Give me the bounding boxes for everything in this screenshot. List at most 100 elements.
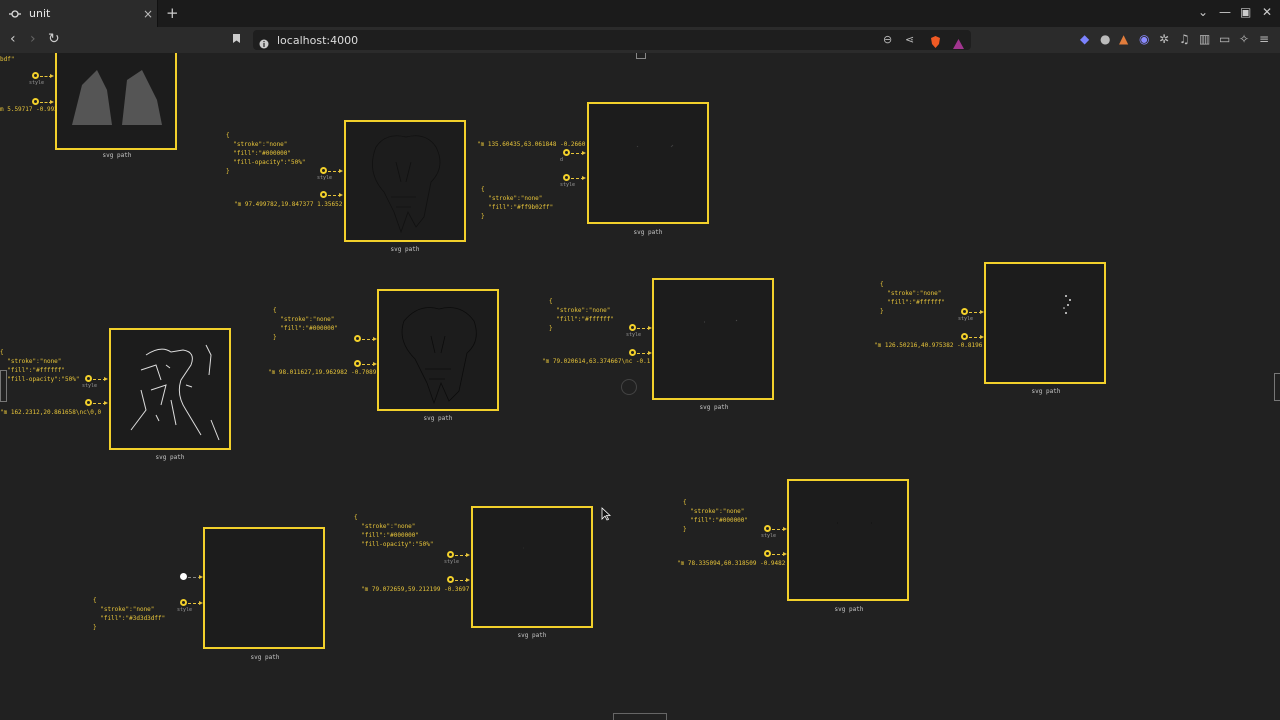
pin-label: style — [82, 383, 98, 389]
sidebar-icon[interactable]: ▥ — [1199, 32, 1211, 46]
style-link — [188, 601, 203, 605]
path-code: m 5.59717 -0.9932 — [0, 106, 62, 113]
pin-label: style — [177, 607, 193, 613]
style-input-pin[interactable] — [354, 335, 361, 342]
d-input-pin[interactable] — [180, 573, 187, 580]
d-input-pin[interactable] — [961, 333, 968, 340]
svg-path-unit[interactable] — [55, 53, 177, 150]
media-icon[interactable]: ♫ — [1179, 32, 1190, 46]
d-input-pin[interactable] — [32, 98, 39, 105]
back-icon[interactable]: ‹ — [10, 31, 16, 47]
style-link — [969, 310, 984, 314]
unit-label: svg path — [250, 654, 280, 661]
svg-path-unit[interactable] — [787, 479, 909, 601]
svg-path-preview — [837, 522, 872, 524]
rewards-icon[interactable] — [953, 34, 964, 53]
d-link — [362, 362, 377, 366]
style-input-pin[interactable] — [961, 308, 968, 315]
wallet-icon[interactable]: ▭ — [1219, 32, 1231, 46]
svg-path-unit[interactable] — [587, 102, 709, 224]
style-input-pin[interactable] — [32, 72, 39, 79]
d-link — [455, 578, 470, 582]
new-tab-button[interactable]: + — [166, 4, 179, 22]
close-window-button[interactable]: ✕ — [1262, 5, 1273, 19]
d-input-pin[interactable] — [563, 149, 570, 156]
svg-path-unit[interactable] — [652, 278, 774, 400]
unit-label: svg path — [517, 632, 547, 639]
style-input-pin[interactable] — [563, 174, 570, 181]
minimize-button[interactable]: — — [1219, 5, 1231, 19]
style-code: { "stroke":"none" "fill":"#ff9b02ff" } — [481, 186, 554, 220]
svg-path-unit[interactable] — [109, 328, 231, 450]
reload-icon[interactable]: ↻ — [48, 31, 60, 47]
style-input-pin[interactable] — [320, 167, 327, 174]
d-input-pin[interactable] — [354, 360, 361, 367]
extensions-puzzle-icon[interactable]: ✲ — [1159, 32, 1170, 46]
style-input-pin[interactable] — [85, 375, 92, 382]
address-bar[interactable]: localhost:4000 ⊖ ⋖ — [253, 30, 971, 50]
d-input-pin[interactable] — [85, 399, 92, 406]
style-link — [362, 337, 377, 341]
svg-path-unit[interactable] — [203, 527, 325, 649]
leo-ai-icon[interactable]: ✧ — [1239, 32, 1250, 46]
tab-strip: unit × + ⌄ — ▣ ✕ — [0, 0, 1280, 27]
selection-edge — [0, 370, 7, 402]
site-info-icon[interactable] — [259, 34, 269, 53]
pin-label: d — [560, 157, 564, 163]
metamask-icon[interactable]: ▲ — [1119, 32, 1129, 46]
unit-label: svg path — [834, 606, 864, 613]
url-text: localhost:4000 — [277, 33, 359, 47]
unit-label: svg path — [699, 404, 729, 411]
unit-label: svg path — [1031, 388, 1061, 395]
pin-label: style — [626, 332, 642, 338]
top-panel-handle[interactable] — [636, 53, 646, 59]
right-panel-handle[interactable] — [1274, 373, 1280, 401]
unit-graph-canvas[interactable]: bdf" style m 5.59717 -0.9932 svg path { … — [0, 53, 1280, 720]
bookmark-icon[interactable] — [232, 33, 241, 47]
style-code: { "stroke":"none" "fill":"#ffffff" } — [880, 281, 946, 315]
svg-path-unit[interactable] — [377, 289, 499, 411]
style-input-pin[interactable] — [447, 551, 454, 558]
share-icon[interactable]: ⋖ — [905, 33, 915, 46]
style-input-pin[interactable] — [629, 324, 636, 331]
style-code: { "stroke":"none" "fill":"#000000" } — [273, 307, 339, 341]
d-input-pin[interactable] — [447, 576, 454, 583]
svg-path-preview — [523, 547, 524, 549]
path-code: "m 162.2312,20.861658\nc\0,0 — [0, 409, 102, 416]
style-input-pin[interactable] — [764, 525, 771, 532]
d-link — [40, 100, 54, 104]
style-code: { "stroke":"none" "fill":"#000000" "fill… — [354, 514, 434, 548]
d-input-pin[interactable] — [320, 191, 327, 198]
maximize-button[interactable]: ▣ — [1240, 5, 1252, 19]
zoom-icon[interactable]: ⊖ — [883, 33, 893, 46]
svg-path-unit[interactable] — [984, 262, 1106, 384]
style-code: { "stroke":"none" "fill":"#000000" } — [683, 499, 749, 533]
bottom-panel-handle[interactable] — [613, 713, 667, 720]
d-input-pin[interactable] — [629, 349, 636, 356]
menu-icon[interactable]: ≡ — [1259, 32, 1270, 46]
forward-icon[interactable]: › — [30, 31, 36, 47]
elephant-preview — [372, 135, 441, 234]
svg-path-preview — [636, 144, 674, 148]
extension-4-icon[interactable]: ◉ — [1139, 32, 1150, 46]
d-input-pin[interactable] — [764, 550, 771, 557]
pin-label: style — [29, 80, 45, 86]
tab-close-button[interactable]: × — [142, 6, 154, 21]
path-code: "m 98.011627,19.962982 -0.7089 — [268, 369, 377, 376]
brave-shield-icon[interactable] — [930, 33, 941, 52]
extension-1-icon[interactable]: ◆ — [1080, 32, 1090, 46]
style-input-pin[interactable] — [180, 599, 187, 606]
style-code: { "stroke":"none" "fill":"#ffffff" "fill… — [0, 349, 80, 383]
tab-list-button[interactable]: ⌄ — [1198, 5, 1209, 19]
unit-label: svg path — [102, 152, 132, 159]
d-link — [328, 193, 343, 197]
svg-path-unit[interactable] — [344, 120, 466, 242]
tab-title: unit — [29, 7, 51, 20]
pin-label: style — [317, 175, 333, 181]
d-link — [637, 351, 652, 355]
extension-2-icon[interactable]: ● — [1100, 32, 1111, 46]
style-link — [40, 74, 54, 78]
browser-tab[interactable]: unit × — [0, 0, 158, 27]
svg-path-preview — [1063, 295, 1071, 314]
svg-path-unit[interactable] — [471, 506, 593, 628]
